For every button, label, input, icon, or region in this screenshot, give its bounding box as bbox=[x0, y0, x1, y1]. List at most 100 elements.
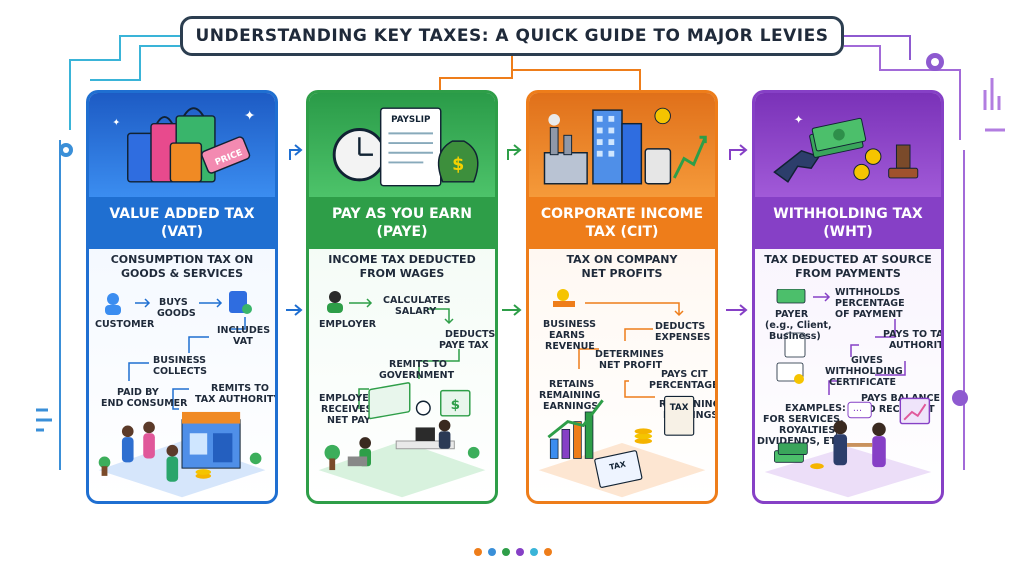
wht-step-of-payment: OF PAYMENT bbox=[835, 309, 903, 320]
wht-step-pays-to-tax: PAYS TO TAX bbox=[883, 329, 944, 340]
wht-step-to-recipient: TO RECIPIENT bbox=[861, 404, 935, 415]
svg-text:$: $ bbox=[451, 397, 460, 413]
vat-step-collects: COLLECTS bbox=[153, 366, 207, 377]
vat-step-paid-by: PAID BY bbox=[117, 387, 159, 398]
paye-payslip-tag: PAYSLIP bbox=[391, 115, 431, 125]
cit-title-line2: TAX (CIT) bbox=[585, 224, 659, 240]
wht-description: TAX DEDUCTED AT SOURCE FROM PAYMENTS bbox=[755, 253, 941, 281]
svg-text:$: $ bbox=[452, 155, 464, 175]
vat-flow-arrows bbox=[105, 291, 252, 410]
cit-description: TAX ON COMPANY NET PROFITS bbox=[529, 253, 715, 281]
wht-step-business: Business) bbox=[769, 331, 821, 342]
cit-flow-arrows bbox=[553, 289, 684, 398]
svg-text:✦: ✦ bbox=[244, 108, 255, 124]
wht-step-withholding: WITHHOLDING bbox=[825, 366, 903, 377]
paye-desc-line2: FROM WAGES bbox=[359, 267, 445, 280]
paye-desc-line1: INCOME TAX DEDUCTED bbox=[328, 253, 476, 266]
cit-step-deducts: DEDUCTS bbox=[655, 321, 706, 332]
vat-description: CONSUMPTION TAX ON GOODS & SERVICES bbox=[89, 253, 275, 281]
paye-title: PAY AS YOU EARN (PAYE) bbox=[309, 197, 495, 249]
paye-title-line1: PAY AS YOU EARN bbox=[332, 206, 472, 222]
cit-desc-line2: NET PROFITS bbox=[581, 267, 663, 280]
cit-tax-doc-tag: TAX bbox=[670, 403, 689, 413]
wht-step-eg-client: (e.g., Client, bbox=[765, 320, 832, 331]
cit-step-revenue: REVENUE bbox=[545, 341, 595, 352]
title-banner: UNDERSTANDING KEY TAXES: A QUICK GUIDE T… bbox=[180, 16, 844, 56]
paye-step-government: GOVERNMENT bbox=[379, 370, 455, 381]
cit-step-business: BUSINESS bbox=[543, 319, 597, 330]
cit-step-pays-cit: PAYS CIT bbox=[661, 369, 708, 380]
cit-step-determines: DETERMINES bbox=[595, 349, 664, 360]
paye-step-employer: EMPLOYER bbox=[319, 319, 377, 330]
cit-clipboard-tag: TAX bbox=[609, 460, 627, 472]
vat-step-buys: BUYS bbox=[159, 297, 188, 308]
wht-step-gives: GIVES bbox=[851, 355, 884, 366]
wht-title-line1: WITHHOLDING TAX bbox=[773, 206, 923, 222]
wht-desc-line2: FROM PAYMENTS bbox=[795, 267, 901, 280]
vat-step-end-consumer: END CONSUMER bbox=[101, 398, 188, 409]
vat-step-goods: GOODS bbox=[157, 308, 196, 319]
paye-step-salary: SALARY bbox=[395, 306, 437, 317]
wht-step-examples: EXAMPLES: bbox=[785, 403, 846, 414]
paye-step-employee: EMPLOYEE bbox=[319, 393, 376, 404]
cit-title: CORPORATE INCOME TAX (CIT) bbox=[529, 197, 715, 249]
paye-step-remits-to: REMITS TO bbox=[389, 359, 447, 370]
cit-step-earns: EARNS bbox=[549, 330, 585, 341]
svg-text:✦: ✦ bbox=[112, 118, 120, 129]
paye-description: INCOME TAX DEDUCTED FROM WAGES bbox=[309, 253, 495, 281]
wht-step-withholds: WITHHOLDS bbox=[835, 287, 901, 298]
vat-store-scene bbox=[98, 411, 266, 498]
wht-handshake-scene: ··· bbox=[764, 397, 932, 498]
vat-title: VALUE ADDED TAX (VAT) bbox=[89, 197, 275, 249]
vat-step-remits-to: REMITS TO bbox=[211, 383, 269, 394]
cit-finance-scene: TAX TAX bbox=[538, 395, 706, 498]
panel-vat: PRICE ✦ ✦ VALUE ADDED TAX (VAT) CONSUMPT… bbox=[86, 90, 278, 504]
panel-paye: PAYSLIP $ PAY AS YOU EARN (PAYE) INCOME … bbox=[306, 90, 498, 504]
wht-hero-image: ✦ bbox=[755, 93, 941, 197]
paye-hero-image: PAYSLIP $ bbox=[309, 93, 495, 197]
vat-desc-line1: CONSUMPTION TAX ON bbox=[110, 253, 254, 266]
svg-text:✦: ✦ bbox=[794, 113, 804, 127]
paye-step-paye-tax: PAYE TAX bbox=[439, 340, 489, 351]
page-title: UNDERSTANDING KEY TAXES: A QUICK GUIDE T… bbox=[195, 26, 829, 46]
cit-step-remaining: REMAINING bbox=[539, 390, 601, 401]
wht-flow-arrows bbox=[776, 289, 906, 395]
paye-step-deducts: DEDUCTS bbox=[445, 329, 496, 340]
vat-desc-line2: GOODS & SERVICES bbox=[120, 267, 244, 280]
paye-flow-arrows bbox=[327, 291, 460, 409]
vat-step-tax-authority: TAX AUTHORITY bbox=[195, 394, 278, 405]
panel-wht: ✦ WITHHOLDING TAX (WHT) TAX DEDUCTED AT … bbox=[752, 90, 944, 504]
paye-step-calculates: CALCULATES bbox=[383, 295, 451, 306]
paye-step-receives: RECEIVES bbox=[321, 404, 373, 415]
cit-hero-image bbox=[529, 93, 715, 197]
panel-cit: CORPORATE INCOME TAX (CIT) TAX ON COMPAN… bbox=[526, 90, 718, 504]
wht-step-dividends: DIVIDENDS, ETC. bbox=[757, 436, 847, 447]
wht-desc-line1: TAX DEDUCTED AT SOURCE bbox=[764, 253, 932, 266]
vat-hero-image: PRICE ✦ ✦ bbox=[89, 93, 275, 197]
cit-step-percentage: PERCENTAGE bbox=[649, 380, 718, 391]
wht-step-for-services: FOR SERVICES, bbox=[763, 414, 844, 425]
wht-step-authority: AUTHORITY bbox=[889, 340, 944, 351]
wht-step-percentage: PERCENTAGE bbox=[835, 298, 905, 309]
wht-step-certificate: CERTIFICATE bbox=[829, 377, 896, 388]
vat-step-vat: VAT bbox=[233, 336, 253, 347]
cit-step-retains: RETAINS bbox=[549, 379, 595, 390]
paye-title-line2: (PAYE) bbox=[376, 224, 428, 240]
wht-title: WITHHOLDING TAX (WHT) bbox=[755, 197, 941, 249]
cit-step-expenses: EXPENSES bbox=[655, 332, 711, 343]
wht-step-payer: PAYER bbox=[775, 309, 809, 320]
wht-step-royalties: ROYALTIES, bbox=[779, 425, 839, 436]
cit-step-earnings: EARNINGS bbox=[543, 401, 599, 412]
cit-step-net-profit: NET PROFIT bbox=[599, 360, 663, 371]
vat-title-line2: (VAT) bbox=[161, 224, 203, 240]
vat-step-includes: INCLUDES bbox=[217, 325, 271, 336]
paye-office-scene: $ bbox=[318, 382, 486, 498]
vat-step-customer: CUSTOMER bbox=[95, 319, 155, 330]
svg-text:···: ··· bbox=[853, 406, 862, 417]
cit-title-line1: CORPORATE INCOME bbox=[540, 206, 704, 222]
wht-title-line2: (WHT) bbox=[823, 224, 873, 240]
vat-step-business: BUSINESS bbox=[153, 355, 207, 366]
cit-desc-line1: TAX ON COMPANY bbox=[566, 253, 678, 266]
vat-title-line1: VALUE ADDED TAX bbox=[109, 206, 255, 222]
